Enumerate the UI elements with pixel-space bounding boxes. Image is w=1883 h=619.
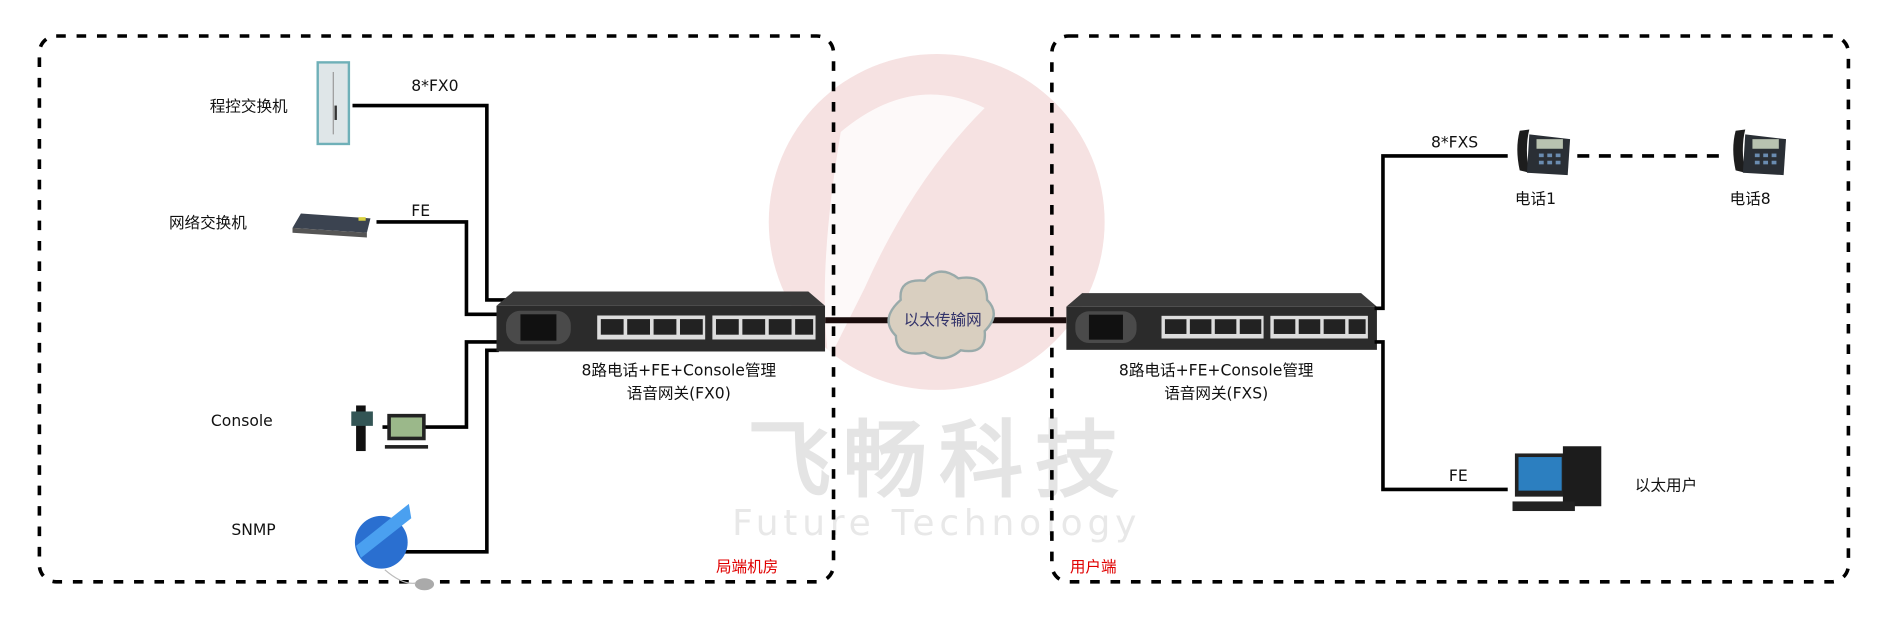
watermark: 飞畅科技 Future Technology	[732, 53, 1141, 544]
user-side-zone	[1050, 34, 1851, 584]
switch-link-label: FE	[411, 202, 430, 220]
fxo-gateway-device	[496, 291, 826, 352]
switch-label: 网络交换机	[169, 214, 247, 232]
snmp-globe-icon	[354, 503, 435, 591]
watermark-en: Future Technology	[732, 503, 1141, 544]
fxo-gateway-name: 8路电话+FE+Console管理	[582, 361, 777, 379]
fxo-gateway-type: 语音网关(FX0)	[627, 384, 731, 402]
watermark-cn: 飞畅科技	[747, 411, 1131, 509]
pbx-link-label: 8*FX0	[411, 77, 458, 95]
telecom-cabinet-icon	[316, 61, 351, 146]
network-switch-icon	[292, 213, 371, 238]
fxs-gateway-device	[1066, 293, 1377, 350]
fxs-link-label: 8*FXS	[1431, 134, 1478, 152]
snmp-label: SNMP	[231, 521, 275, 539]
cloud-icon	[887, 270, 995, 360]
central-office-label: 局端机房	[716, 558, 778, 576]
pbx-label: 程控交换机	[210, 98, 288, 116]
fe-link-label: FE	[1449, 467, 1468, 485]
desktop-computer-icon	[1512, 446, 1602, 512]
telephone-icon	[1517, 129, 1571, 176]
telephone-icon	[1733, 129, 1787, 176]
network-label: 以太传输网	[904, 311, 982, 329]
console-label: Console	[211, 412, 273, 430]
ethernet-user-label: 以太用户	[1635, 477, 1697, 495]
fxs-gateway-name: 8路电话+FE+Console管理	[1119, 361, 1314, 379]
central-office-zone	[37, 34, 836, 584]
fxs-gateway-type: 语音网关(FXS)	[1164, 384, 1268, 402]
user-side-label: 用户端	[1070, 558, 1117, 576]
phone-8-label: 电话8	[1730, 190, 1771, 208]
phone-1-label: 电话1	[1515, 190, 1556, 208]
desktop-computer-icon	[351, 405, 429, 452]
